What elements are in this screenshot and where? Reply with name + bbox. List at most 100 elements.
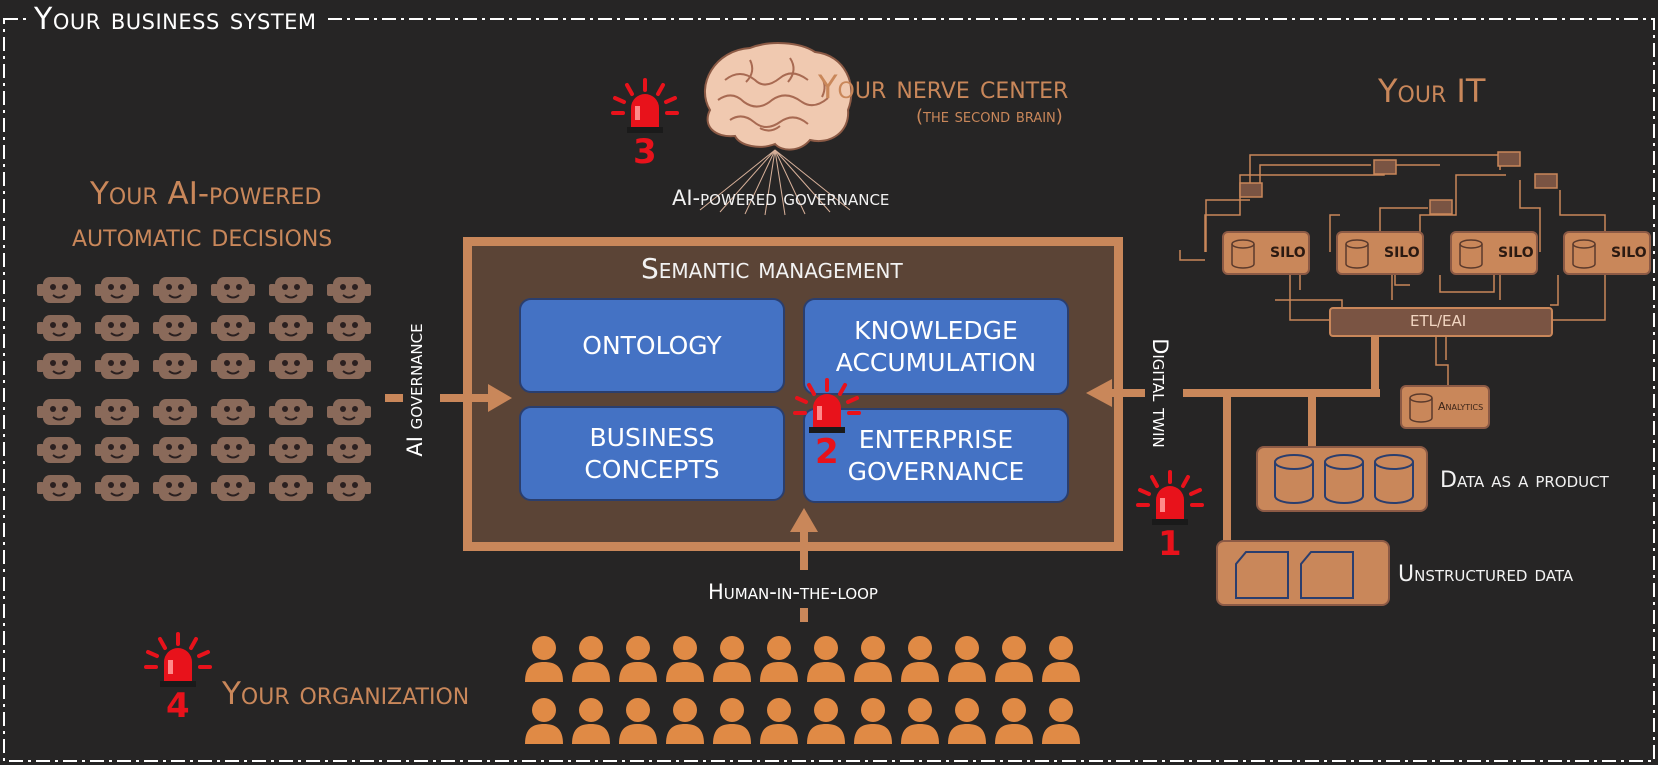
alarm-number-3: 3 <box>633 132 657 172</box>
silo-label: SILO <box>1498 245 1534 261</box>
ai-decisions-title-line1: Your AI-powered <box>90 176 322 212</box>
unstructured-data-label: Unstructured data <box>1398 562 1574 587</box>
alarm-siren-icon <box>1136 470 1204 525</box>
person-icon <box>760 698 798 744</box>
business-concepts-box: BUSINESS CONCEPTS <box>519 406 785 501</box>
database-cylinder-icon <box>1409 393 1433 423</box>
alarm-siren-icon <box>144 632 212 687</box>
silo-box: SILO <box>1222 231 1310 275</box>
person-icon <box>995 698 1033 744</box>
database-cylinder-icon <box>1274 454 1414 504</box>
silo-label: SILO <box>1384 245 1420 261</box>
robot-face-icon <box>153 315 197 341</box>
silo-label: SILO <box>1611 245 1647 261</box>
robot-face-icon <box>37 399 81 425</box>
person-icon <box>619 698 657 744</box>
it-title: Your IT <box>1378 72 1486 110</box>
robot-face-icon <box>153 437 197 463</box>
robot-face-icon <box>153 277 197 303</box>
analytics-box: Analytics <box>1400 385 1490 429</box>
person-icon <box>948 636 986 682</box>
silo-box: SILO <box>1336 231 1424 275</box>
person-icon <box>572 698 610 744</box>
robot-face-icon <box>269 399 313 425</box>
robot-face-icon <box>37 315 81 341</box>
person-icon <box>854 636 892 682</box>
robot-face-icon <box>95 277 139 303</box>
robot-face-icon <box>327 315 371 341</box>
silo-label: SILO <box>1270 245 1306 261</box>
person-icon <box>525 636 563 682</box>
robot-face-icon <box>269 277 313 303</box>
person-icon <box>760 636 798 682</box>
database-cylinder-icon <box>1231 239 1255 269</box>
robot-face-icon <box>211 277 255 303</box>
robot-face-icon <box>153 399 197 425</box>
silo-box: SILO <box>1563 231 1651 275</box>
alarm-number-1: 1 <box>1158 524 1182 564</box>
robot-face-icon <box>211 475 255 501</box>
robot-face-icon <box>211 353 255 379</box>
person-icon <box>948 698 986 744</box>
document-icon <box>1235 551 1354 599</box>
robot-face-icon <box>211 399 255 425</box>
person-icon <box>807 636 845 682</box>
etl-eai-label: ETL/EAI <box>1410 312 1467 330</box>
robot-face-icon <box>37 437 81 463</box>
human-in-the-loop-label: Human-in-the-loop <box>708 580 878 604</box>
person-icon <box>807 698 845 744</box>
robot-face-icon <box>95 437 139 463</box>
people-grid <box>525 636 1080 744</box>
person-icon <box>666 698 704 744</box>
ai-decisions-title-line2: automatic decisions <box>72 218 333 254</box>
data-as-product-box <box>1256 446 1428 512</box>
robot-face-icon <box>269 475 313 501</box>
brain-icon <box>699 42 853 216</box>
database-cylinder-icon <box>1459 239 1483 269</box>
enterprise-governance-box: ENTERPRISE GOVERNANCE <box>803 408 1069 503</box>
robot-face-icon <box>211 437 255 463</box>
database-cylinder-icon <box>1345 239 1369 269</box>
unstructured-data-box <box>1216 540 1390 606</box>
person-icon <box>995 636 1033 682</box>
nerve-center-title: Your nerve center <box>818 68 1069 106</box>
robot-grid <box>37 277 371 501</box>
robot-face-icon <box>269 437 313 463</box>
robot-face-icon <box>327 437 371 463</box>
person-icon <box>666 636 704 682</box>
person-icon <box>619 636 657 682</box>
alarm-number-2: 2 <box>815 432 839 472</box>
data-as-product-label: Data as a product <box>1440 468 1609 493</box>
frame-title: Your business system <box>28 2 323 37</box>
person-icon <box>1042 698 1080 744</box>
robot-face-icon <box>37 277 81 303</box>
nerve-center-subtitle: (the second brain) <box>916 106 1063 127</box>
robot-face-icon <box>211 315 255 341</box>
robot-face-icon <box>95 475 139 501</box>
person-icon <box>1042 636 1080 682</box>
robot-face-icon <box>153 475 197 501</box>
robot-face-icon <box>153 353 197 379</box>
robot-face-icon <box>327 399 371 425</box>
robot-face-icon <box>37 353 81 379</box>
silo-box: SILO <box>1450 231 1538 275</box>
robot-face-icon <box>37 475 81 501</box>
person-icon <box>854 698 892 744</box>
database-cylinder-icon <box>1572 239 1596 269</box>
alarm-siren-icon <box>793 378 861 433</box>
robot-face-icon <box>327 475 371 501</box>
robot-face-icon <box>95 399 139 425</box>
robot-face-icon <box>269 353 313 379</box>
person-icon <box>525 698 563 744</box>
alarm-siren-icon <box>611 78 679 133</box>
robot-face-icon <box>95 315 139 341</box>
semantic-management-title: Semantic management <box>641 252 903 285</box>
robot-face-icon <box>327 277 371 303</box>
person-icon <box>713 698 751 744</box>
organization-title: Your organization <box>222 676 470 712</box>
robot-face-icon <box>327 353 371 379</box>
robot-face-icon <box>95 353 139 379</box>
knowledge-accumulation-box: KNOWLEDGE ACCUMULATION <box>803 298 1069 395</box>
